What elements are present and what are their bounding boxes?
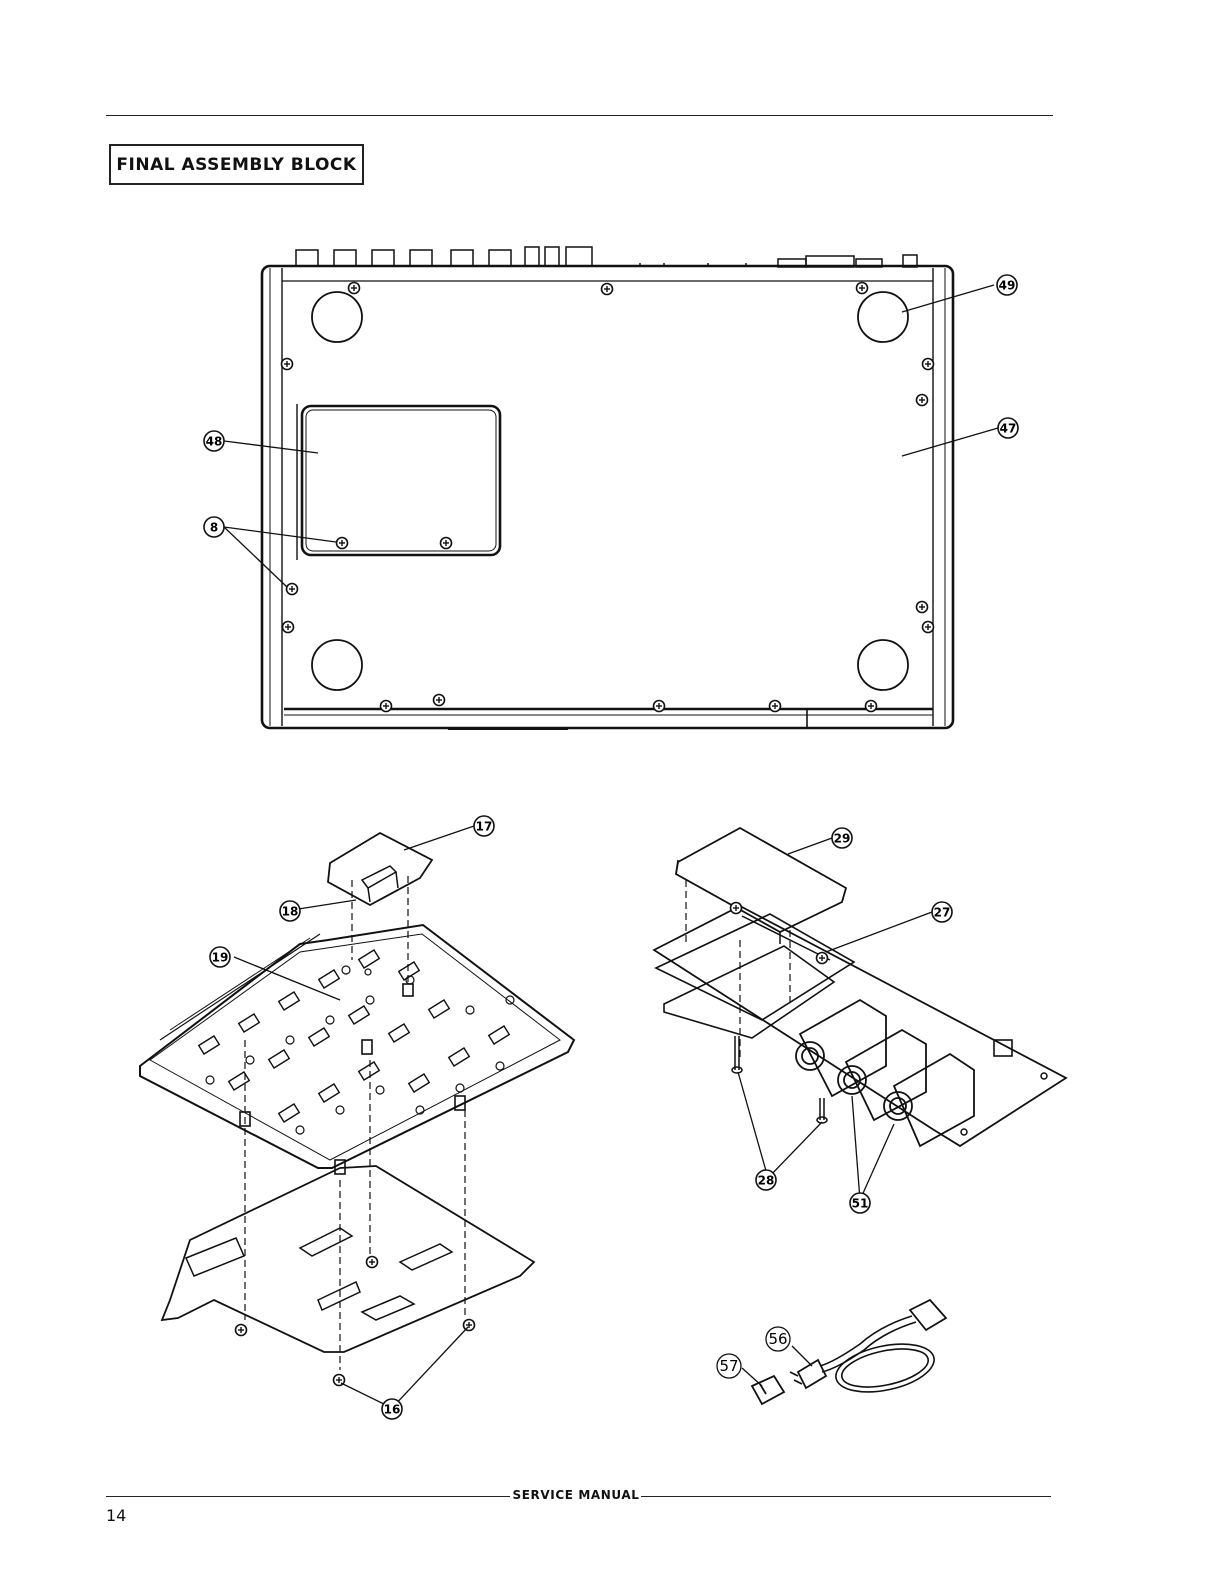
plug-adapter [752, 1376, 784, 1404]
rubber-feet [312, 292, 908, 690]
svg-text:29: 29 [834, 832, 851, 846]
footer-label: SERVICE MANUAL [512, 1488, 640, 1502]
svg-text:48: 48 [206, 435, 223, 449]
fader-board-assembly [140, 833, 574, 1386]
svg-text:16: 16 [384, 1403, 401, 1417]
callout-17: 17 [474, 816, 494, 836]
svg-text:8: 8 [210, 521, 218, 535]
unit-bottom-view [262, 247, 953, 729]
svg-text:47: 47 [1000, 422, 1017, 436]
callout-51: 51 [850, 1193, 870, 1213]
svg-text:57: 57 [719, 1357, 738, 1375]
svg-text:51: 51 [852, 1197, 869, 1211]
svg-text:28: 28 [758, 1174, 775, 1188]
svg-text:17: 17 [476, 820, 493, 834]
footer-rule-right [641, 1496, 1051, 1497]
svg-text:18: 18 [282, 905, 299, 919]
jack-board-assembly [654, 828, 1066, 1146]
mount-screws-16 [236, 1257, 475, 1386]
callout-48: 48 [204, 431, 224, 451]
callout-18: 18 [280, 901, 300, 921]
rear-connectors [296, 247, 917, 267]
callout-8: 8 [204, 517, 224, 537]
cover-screws [282, 283, 934, 712]
callout-27: 27 [932, 902, 952, 922]
svg-text:19: 19 [212, 951, 229, 965]
callout-57: 57 [717, 1354, 741, 1378]
callout-28: 28 [756, 1170, 776, 1190]
callout-16: 16 [382, 1399, 402, 1419]
power-cord [790, 1300, 946, 1400]
callout-47: 47 [998, 418, 1018, 438]
footer-rule-left [106, 1496, 510, 1497]
callout-49: 49 [997, 275, 1017, 295]
callout-29: 29 [832, 828, 852, 848]
callout-56: 56 [766, 1327, 790, 1351]
svg-text:56: 56 [768, 1330, 787, 1348]
page-number: 14 [106, 1506, 126, 1525]
svg-text:27: 27 [934, 906, 951, 920]
svg-text:49: 49 [999, 279, 1016, 293]
callout-19: 19 [210, 947, 230, 967]
